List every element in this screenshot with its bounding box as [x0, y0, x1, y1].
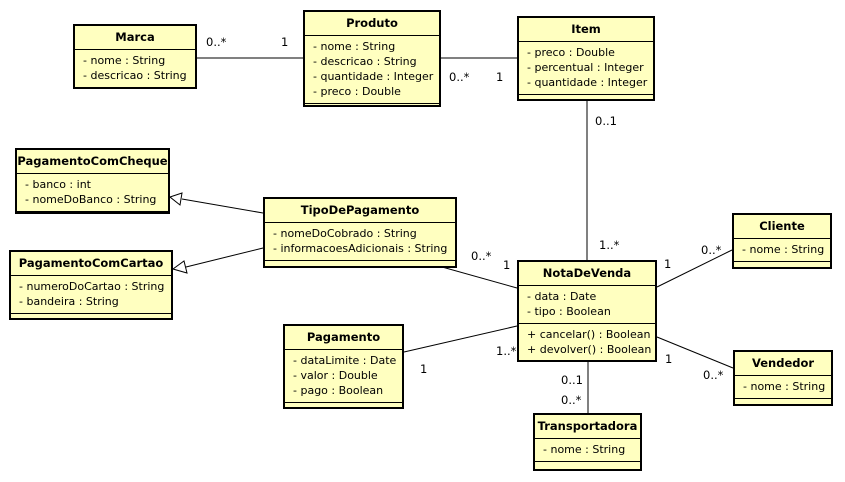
class-pagamentocomcheque[interactable]: PagamentoComCheque - banco : int - nomeD… — [15, 148, 170, 214]
attributes: - dataLimite : Date - valor : Double - p… — [285, 350, 402, 403]
attribute: - dataLimite : Date — [293, 354, 397, 367]
attribute: - nome : String — [543, 443, 626, 456]
attribute: - informacoesAdicionais : String — [273, 242, 448, 255]
operation: + devolver() : Boolean — [527, 343, 652, 356]
class-pagamentocomcartao[interactable]: PagamentoComCartao - numeroDoCartao : St… — [9, 250, 173, 320]
attribute: - nome : String — [83, 54, 166, 67]
operations — [519, 95, 653, 99]
multiplicity-label: 1 — [420, 362, 428, 376]
operations — [285, 403, 402, 407]
class-notadevenda[interactable]: NotaDeVenda - data : Date - tipo : Boole… — [517, 260, 657, 362]
class-tipodepagamento[interactable]: TipoDePagamento - nomeDoCobrado : String… — [263, 197, 457, 268]
multiplicity-label: 1..* — [599, 238, 620, 252]
operations — [305, 104, 439, 108]
multiplicity-label: 0..1 — [595, 114, 617, 128]
multiplicity-label: 0..* — [561, 393, 582, 407]
generalization-arrow-cheque — [168, 192, 183, 206]
attribute: - valor : Double — [293, 369, 378, 382]
attribute: - tipo : Boolean — [527, 305, 611, 318]
operation: + cancelar() : Boolean — [527, 328, 651, 341]
operations — [734, 262, 830, 266]
attribute: - quantidade : Integer — [527, 76, 648, 89]
multiplicity-label: 1 — [664, 257, 672, 271]
multiplicity-label: 0..1 — [561, 373, 583, 387]
multiplicity-label: 1 — [281, 35, 289, 49]
attributes: - nome : String - descricao : String - q… — [305, 36, 439, 104]
class-name: PagamentoComCheque — [17, 150, 168, 174]
attribute: - descricao : String — [83, 69, 187, 82]
class-item[interactable]: Item - preco : Double - percentual : Int… — [517, 16, 655, 101]
class-vendedor[interactable]: Vendedor - nome : String — [733, 350, 833, 406]
attribute: - data : Date — [527, 290, 597, 303]
attribute: - nome : String — [313, 40, 396, 53]
multiplicity-label: 0..* — [471, 249, 492, 263]
class-name: NotaDeVenda — [519, 262, 655, 286]
multiplicity-label: 0..* — [206, 35, 227, 49]
attributes: - data : Date - tipo : Boolean — [519, 286, 655, 324]
attribute: - nome : String — [743, 380, 826, 393]
attributes: - numeroDoCartao : String - bandeira : S… — [11, 276, 171, 314]
attribute: - nome : String — [742, 243, 825, 256]
generalization-arrow-cartao — [171, 260, 188, 274]
class-name: PagamentoComCartao — [11, 252, 171, 276]
multiplicity-label: 0..* — [703, 368, 724, 382]
multiplicity-label: 1..* — [496, 344, 517, 358]
multiplicity-label: 1 — [503, 258, 511, 272]
class-cliente[interactable]: Cliente - nome : String — [732, 213, 832, 269]
class-name: Transportadora — [535, 415, 640, 439]
attribute: - percentual : Integer — [527, 61, 644, 74]
operations — [735, 399, 831, 403]
class-pagamento[interactable]: Pagamento - dataLimite : Date - valor : … — [283, 324, 404, 409]
attributes: - nomeDoCobrado : String - informacoesAd… — [265, 223, 455, 261]
attribute: - numeroDoCartao : String — [19, 280, 165, 293]
attribute: - pago : Boolean — [293, 384, 384, 397]
attribute: - descricao : String — [313, 55, 417, 68]
attribute: - quantidade : Integer — [313, 70, 434, 83]
multiplicity-label: 1 — [665, 352, 673, 366]
attributes: - preco : Double - percentual : Integer … — [519, 42, 653, 95]
class-name: Cliente — [734, 215, 830, 239]
attributes: - nome : String - descricao : String — [75, 50, 195, 88]
class-marca[interactable]: Marca - nome : String - descricao : Stri… — [73, 24, 197, 89]
class-name: Vendedor — [735, 352, 831, 376]
association-pagamento-notadevenda — [403, 325, 518, 353]
operations — [17, 212, 168, 216]
multiplicity-label: 0..* — [449, 70, 470, 84]
generalization-cartao — [185, 247, 264, 268]
attribute: - preco : Double — [527, 46, 615, 59]
attribute: - nomeDoCobrado : String — [273, 227, 417, 240]
class-name: Marca — [75, 26, 195, 50]
class-name: Item — [519, 18, 653, 42]
association-cliente-notadevenda — [656, 249, 733, 288]
association-vendedor-notadevenda — [656, 336, 734, 369]
multiplicity-label: 0..* — [701, 243, 722, 257]
operations — [265, 261, 455, 265]
multiplicity-label: 1 — [496, 70, 504, 84]
operations — [11, 314, 171, 318]
class-produto[interactable]: Produto - nome : String - descricao : St… — [303, 10, 441, 107]
attributes: - nome : String — [735, 376, 831, 399]
attribute: - nomeDoBanco : String — [25, 193, 157, 206]
generalization-cheque — [181, 198, 264, 214]
attribute: - preco : Double — [313, 85, 401, 98]
attribute: - bandeira : String — [19, 295, 119, 308]
operations — [535, 462, 640, 466]
operations — [75, 88, 195, 92]
operations: + cancelar() : Boolean + devolver() : Bo… — [519, 324, 655, 361]
attributes: - nome : String — [535, 439, 640, 462]
class-name: Produto — [305, 12, 439, 36]
attribute: - banco : int — [25, 178, 91, 191]
class-name: Pagamento — [285, 326, 402, 350]
class-transportadora[interactable]: Transportadora - nome : String — [533, 413, 642, 471]
class-name: TipoDePagamento — [265, 199, 455, 223]
attributes: - banco : int - nomeDoBanco : String — [17, 174, 168, 212]
attributes: - nome : String — [734, 239, 830, 262]
